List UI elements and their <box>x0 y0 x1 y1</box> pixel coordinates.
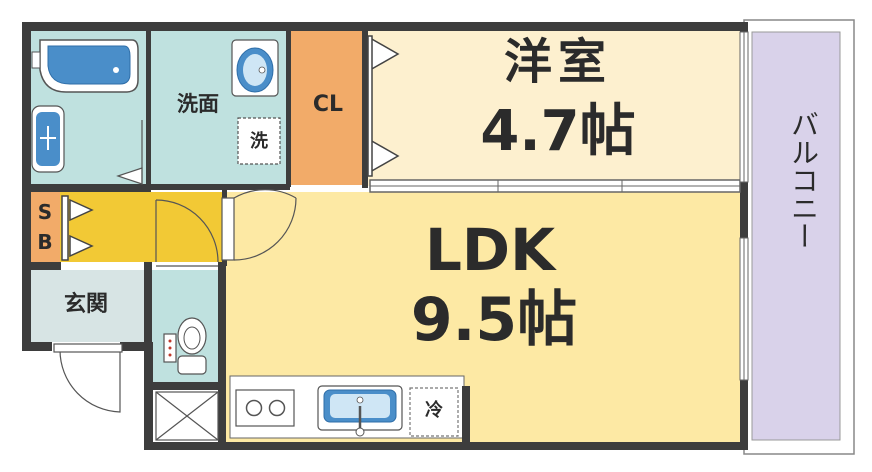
walls <box>22 22 748 450</box>
ldk-name: LDK <box>424 216 556 284</box>
western-room-name: 洋室 <box>503 34 612 90</box>
entrance-label: 玄関 <box>63 292 108 317</box>
balcony-label: バルコニー <box>787 110 820 250</box>
washer-label: 洗 <box>250 131 268 152</box>
shoe-box-door-icon <box>61 195 94 261</box>
western-room-size: 4.7帖 <box>480 99 636 164</box>
hallway-area <box>60 192 222 262</box>
entrance-door-icon <box>53 343 123 413</box>
entrance-area <box>30 270 144 342</box>
two-burner-stove-icon <box>235 389 295 427</box>
closet-area <box>290 30 366 185</box>
window-ldk <box>739 237 749 381</box>
bathtub-icon <box>31 39 139 93</box>
window-western <box>739 31 749 183</box>
bath-door-icon <box>116 120 143 185</box>
washbasin-icon <box>231 39 279 97</box>
western-room-area <box>368 30 744 186</box>
closet-label: CL <box>312 92 344 117</box>
shoe-box-label: S B <box>37 200 53 254</box>
fridge-icon <box>409 387 459 437</box>
closet-door-icon <box>367 35 400 177</box>
ldk-door-icon <box>221 189 297 261</box>
balcony-area <box>751 31 841 441</box>
kitchen-sink-icon <box>317 385 403 437</box>
ldk-size: 9.5帖 <box>410 285 578 355</box>
storage-x-icon <box>155 391 219 441</box>
washroom-label: 洗面 <box>177 92 219 116</box>
toilet-icon <box>163 317 207 375</box>
washer-icon <box>237 117 281 165</box>
toilet-door-icon <box>155 199 219 267</box>
fridge-label: 冷 <box>425 400 443 421</box>
shoe-box-area <box>30 192 60 262</box>
shower-icon <box>31 105 65 173</box>
